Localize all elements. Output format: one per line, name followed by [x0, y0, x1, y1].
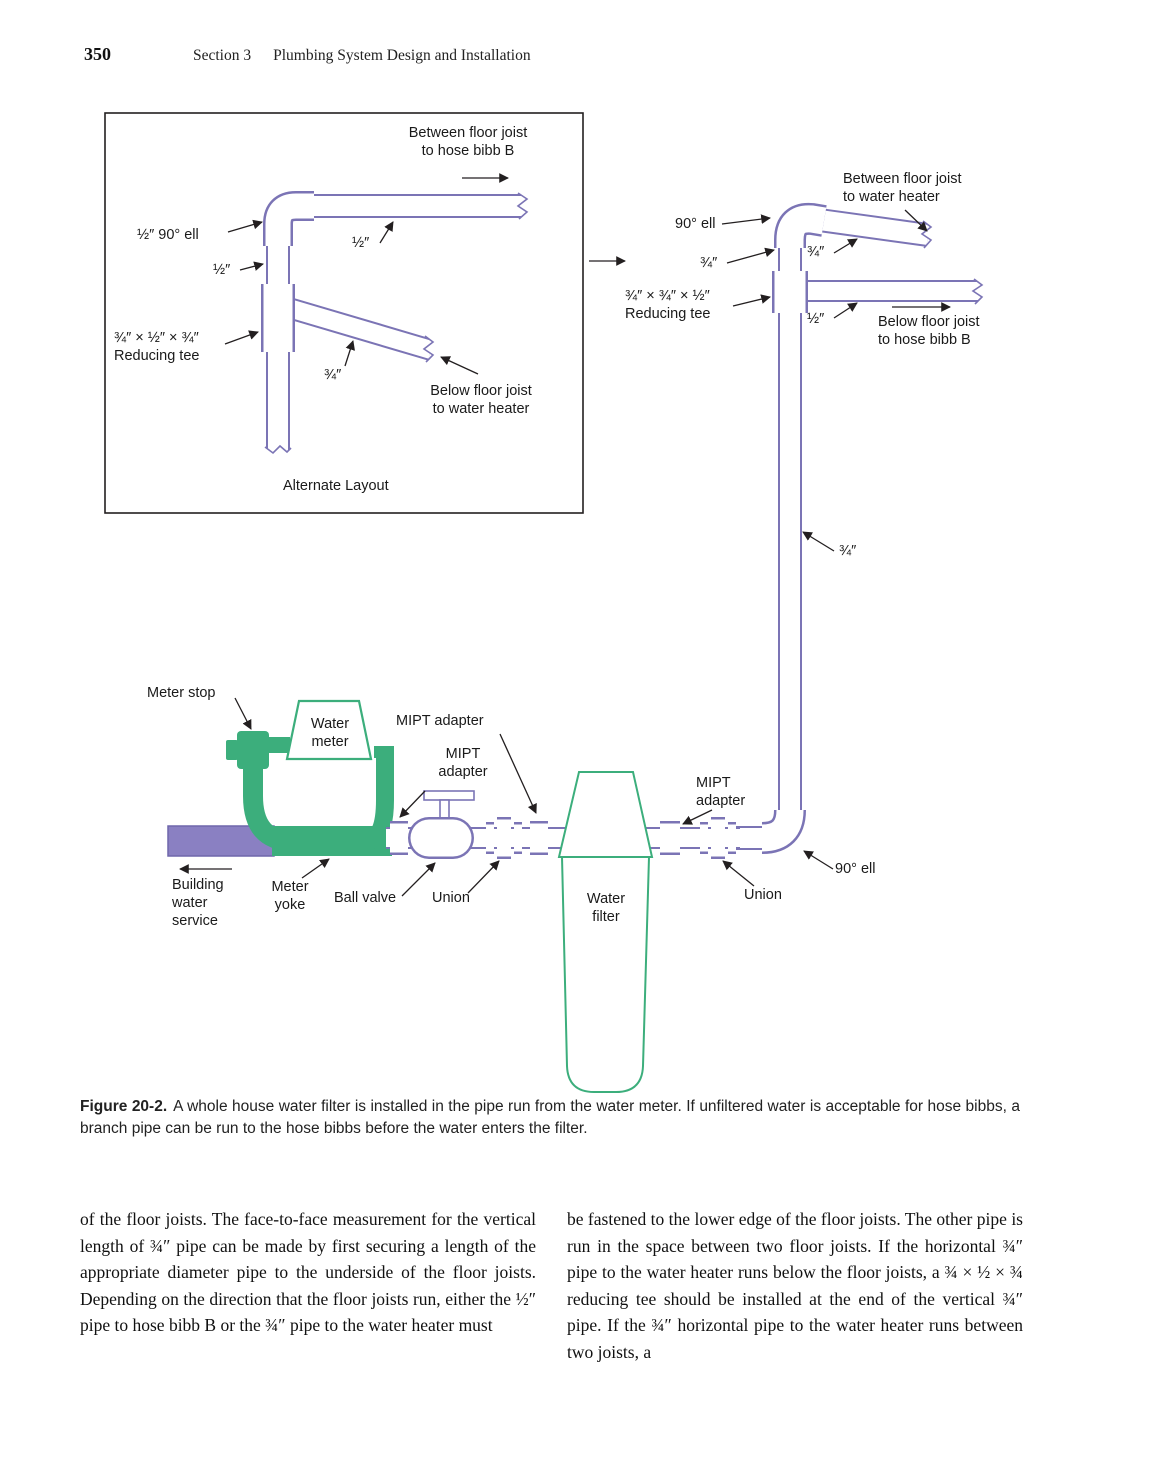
water-filter-body — [560, 856, 651, 1093]
callout-arrow — [682, 809, 713, 825]
filter-pipe-run — [386, 771, 740, 1093]
meter-yoke-left-arm — [243, 740, 293, 851]
label-half-inch-top: ½″ — [352, 235, 370, 251]
callout-arrow — [440, 356, 479, 375]
label-half-inch-90-ell: ½″ 90° ell — [137, 227, 199, 243]
figure-caption-text: A whole house water filter is installed … — [80, 1098, 1020, 1138]
label-between-floor-joist-to-water-heater: Between floor joist to water heater — [843, 171, 962, 206]
callout-arrow — [803, 850, 834, 870]
meter-yoke-right-arm — [364, 752, 394, 850]
label-below-floor-joist-to-hose-bibb-b: Below floor joist to hose bibb B — [878, 314, 980, 349]
label-below-floor-joist-to-water-heater: Below floor joist to water heater — [430, 383, 532, 418]
callout-arrow — [379, 221, 394, 244]
callout-arrow — [234, 697, 252, 730]
water-meter-shape — [285, 699, 373, 761]
callout-arrow — [467, 860, 500, 894]
label-mipt-adapter-1: MIPT adapter — [396, 713, 484, 729]
label-reducing-tee-main: ¾″ × ¾″ × ½″ Reducing tee — [625, 288, 711, 323]
label-half-inch-side: ½″ — [213, 262, 231, 278]
callout-arrow — [239, 261, 264, 271]
label-mipt-adapter-3: MIPT adapter — [696, 775, 746, 810]
main-pipe-drawing — [734, 202, 1000, 854]
label-union-left: Union — [432, 890, 470, 906]
label-water-meter: Water meter — [310, 716, 350, 751]
body-text-left-column: of the floor joists. The face-to-face me… — [80, 1209, 536, 1336]
callout-arrow — [227, 219, 263, 233]
callout-arrow — [401, 862, 436, 897]
callout-arrow — [721, 214, 771, 225]
callout-arrow — [904, 209, 928, 232]
pipe-break-jag — [422, 335, 435, 363]
label-union-right: Union — [744, 887, 782, 903]
callout-arrow — [833, 302, 858, 319]
callout-arrows — [179, 173, 951, 897]
label-meter-yoke: Meter yoke — [271, 879, 309, 914]
callout-arrow — [726, 247, 775, 264]
label-half-inch-main: ½″ — [807, 311, 825, 327]
section-label: Section 3 — [193, 47, 252, 64]
label-between-floor-joist-to-hose-bibb-b: Between floor joist to hose bibb B — [408, 125, 528, 160]
pipe-break-jag — [971, 278, 984, 305]
pipe-break-jag — [516, 192, 529, 220]
ball-valve-handle — [423, 790, 475, 801]
callout-arrow — [732, 294, 771, 307]
label-building-water-service: Building water service — [172, 877, 224, 930]
pipe-break-jag — [920, 220, 933, 249]
label-mipt-adapter-2: MIPT adapter — [438, 746, 488, 781]
label-three-quarter-inch-inset: ¾″ — [324, 367, 342, 383]
label-90-ell-top: 90° ell — [675, 216, 716, 232]
label-90-ell-bottom: 90° ell — [835, 861, 876, 877]
label-three-quarter-vertical: ¾″ — [839, 543, 857, 559]
callout-arrow — [833, 238, 858, 254]
label-water-filter: Water filter — [586, 891, 626, 926]
inset-caption: Alternate Layout — [283, 478, 389, 494]
callout-arrow — [802, 531, 835, 552]
water-meter-assembly — [167, 699, 394, 857]
label-three-quarter-right: ¾″ — [807, 244, 825, 260]
inset-border — [104, 112, 584, 514]
page-number: 350 — [84, 44, 111, 64]
callout-arrow — [499, 733, 537, 814]
callout-arrow — [722, 860, 755, 887]
figure-caption: Figure 20-2.A whole house water filter i… — [80, 1096, 1020, 1141]
figure-caption-number: Figure 20-2. — [80, 1098, 168, 1115]
label-three-quarter-left: ¾″ — [700, 255, 718, 271]
label-meter-stop: Meter stop — [147, 685, 216, 701]
body-text-right-column: be fastened to the lower edge of the flo… — [567, 1209, 1023, 1362]
inset-pipe-drawing — [261, 191, 542, 468]
callout-arrow — [224, 330, 259, 345]
pipe-break-jag — [264, 444, 292, 455]
callout-arrow — [344, 340, 355, 367]
callout-arrow — [301, 858, 330, 879]
meter-stop-shape — [237, 731, 269, 769]
label-reducing-tee-inset: ¾″ × ½″ × ¾″ Reducing tee — [114, 330, 200, 365]
label-ball-valve: Ball valve — [334, 890, 397, 906]
running-header: Section 3 Plumbing System Design and Inst… — [193, 47, 531, 65]
water-filter-head — [557, 771, 654, 858]
callout-arrow — [399, 790, 426, 818]
section-title: Plumbing System Design and Installation — [273, 47, 531, 64]
